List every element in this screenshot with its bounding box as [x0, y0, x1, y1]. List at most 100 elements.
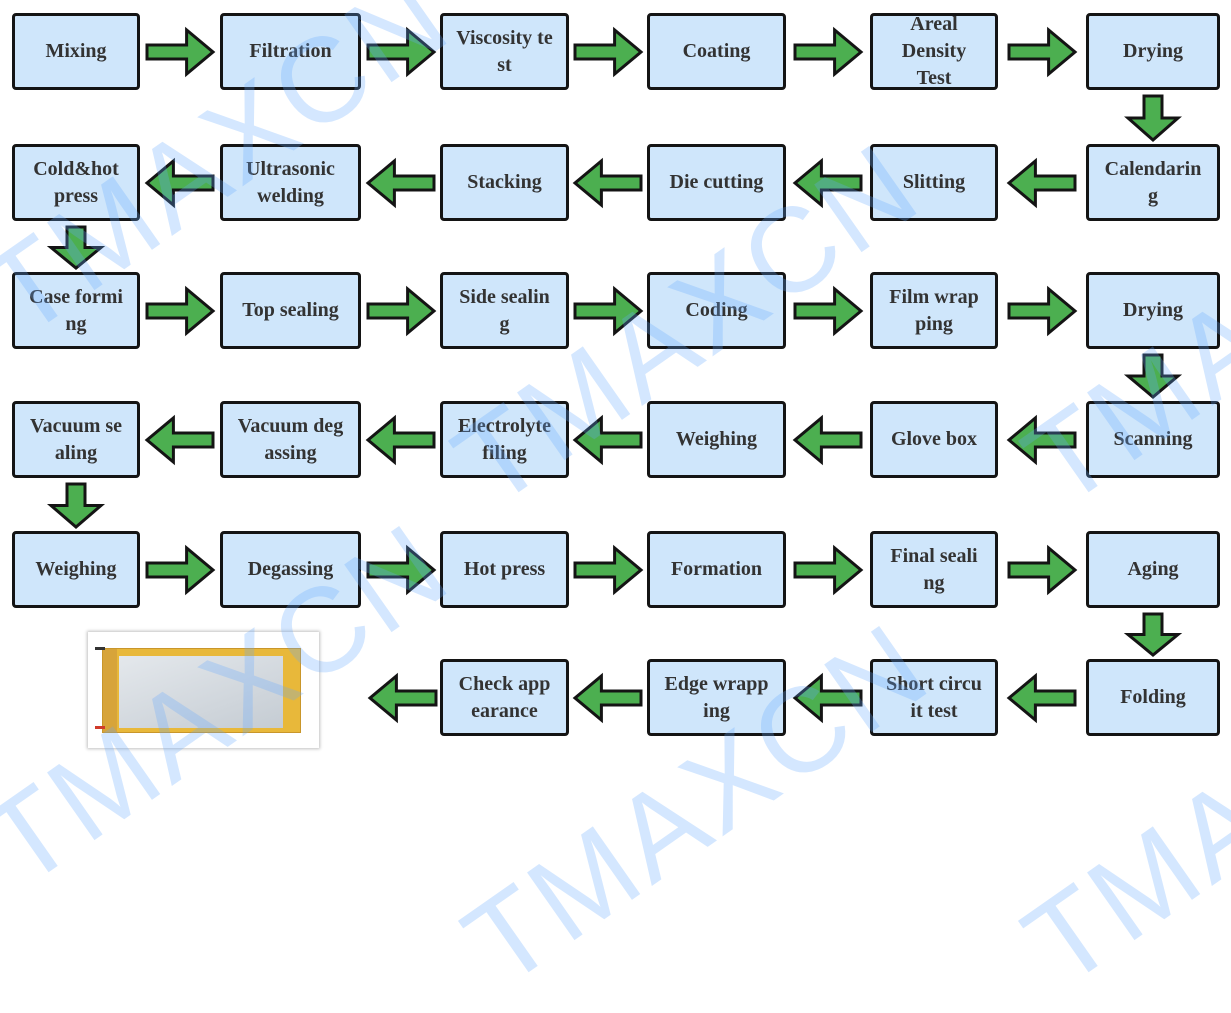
- process-step-label: Degassing: [248, 556, 334, 583]
- arrow-shape: [46, 482, 106, 529]
- label-line: Mixing: [45, 40, 107, 62]
- arrow-shape: [1006, 672, 1077, 723]
- process-step: Formation: [647, 531, 786, 608]
- arrow-shape: [793, 26, 864, 77]
- arrow-left-icon: [144, 157, 215, 208]
- label-line: Coding: [685, 299, 748, 321]
- process-step: Folding: [1086, 659, 1220, 736]
- label-line: assing: [264, 441, 317, 464]
- process-step: Scanning: [1086, 401, 1220, 478]
- process-step: Glove box: [870, 401, 998, 478]
- arrow-shape: [366, 285, 436, 336]
- process-step-label: Vacuum deg assing: [238, 413, 343, 467]
- arrow-left-icon: [572, 414, 643, 465]
- arrow-down-icon: [46, 225, 106, 270]
- arrow-shape: [144, 414, 215, 465]
- label-line: Short circu: [886, 672, 982, 695]
- label-line: press: [53, 184, 99, 207]
- label-line: filing: [482, 441, 527, 464]
- process-step: Side sealin g: [440, 272, 569, 349]
- label-line: Hot press: [463, 558, 546, 580]
- arrow-shape: [792, 157, 863, 208]
- arrow-right-icon: [1007, 26, 1078, 77]
- process-step-label: Side sealin g: [459, 284, 550, 338]
- label-line: Vacuum deg: [237, 414, 344, 437]
- label-line: Stacking: [467, 171, 542, 193]
- arrow-shape: [365, 414, 435, 465]
- arrow-right-icon: [366, 544, 436, 595]
- arrow-right-icon: [1007, 544, 1078, 595]
- arrow-right-icon: [573, 544, 644, 595]
- arrow-shape: [366, 544, 436, 595]
- process-step: Check app earance: [440, 659, 569, 736]
- arrow-left-icon: [365, 414, 435, 465]
- process-step: Weighing: [647, 401, 786, 478]
- arrow-left-icon: [792, 672, 863, 723]
- arrow-shape: [145, 285, 216, 336]
- label-line: Areal: [910, 13, 958, 35]
- process-step-label: Stacking: [467, 169, 541, 196]
- process-step-label: Check app earance: [459, 671, 551, 725]
- process-step-label: Die cutting: [670, 169, 764, 196]
- arrow-left-icon: [365, 157, 435, 208]
- arrow-left-icon: [1006, 414, 1077, 465]
- label-line: Ultrasonic: [246, 157, 335, 180]
- process-step-label: Drying: [1123, 38, 1183, 65]
- arrow-right-icon: [145, 26, 216, 77]
- label-line: it test: [910, 699, 958, 722]
- process-step-label: Coating: [683, 38, 751, 65]
- battery-product-photo: [88, 632, 319, 748]
- label-line: g: [499, 312, 510, 335]
- arrow-shape: [46, 225, 106, 270]
- process-step: Short circu it test: [870, 659, 998, 736]
- arrow-shape: [792, 414, 863, 465]
- arrow-shape: [793, 544, 864, 595]
- label-line: earance: [471, 699, 538, 722]
- arrow-right-icon: [1007, 285, 1078, 336]
- label-line: Formation: [670, 558, 763, 580]
- label-line: st: [497, 53, 512, 76]
- label-line: Check app: [458, 672, 551, 695]
- process-step: Hot press: [440, 531, 569, 608]
- arrow-left-icon: [792, 157, 863, 208]
- process-step: Degassing: [220, 531, 361, 608]
- process-step: Vacuum deg assing: [220, 401, 361, 478]
- label-line: Die cutting: [669, 171, 764, 193]
- arrow-shape: [367, 672, 438, 723]
- arrow-shape: [1007, 26, 1078, 77]
- process-step: Aging: [1086, 531, 1220, 608]
- process-step: Slitting: [870, 144, 998, 221]
- label-line: Film wrap: [889, 285, 979, 308]
- arrow-left-icon: [367, 672, 438, 723]
- process-step-label: Folding: [1120, 684, 1186, 711]
- battery-tab-black: [95, 647, 105, 650]
- process-step-label: Scanning: [1114, 426, 1193, 453]
- arrow-shape: [573, 544, 644, 595]
- process-step-label: Mixing: [45, 38, 106, 65]
- arrow-shape: [1007, 285, 1078, 336]
- label-line: Side sealin: [459, 285, 550, 308]
- arrow-shape: [793, 285, 864, 336]
- process-step-label: Aging: [1127, 556, 1178, 583]
- arrow-right-icon: [366, 26, 436, 77]
- label-line: Scanning: [1113, 428, 1193, 450]
- arrow-left-icon: [572, 157, 643, 208]
- arrow-left-icon: [1006, 672, 1077, 723]
- arrow-shape: [1124, 94, 1182, 142]
- label-line: Top sealing: [242, 299, 339, 321]
- arrow-right-icon: [145, 285, 216, 336]
- arrow-shape: [1007, 544, 1078, 595]
- arrow-shape: [144, 157, 215, 208]
- label-line: Weighing: [675, 428, 758, 450]
